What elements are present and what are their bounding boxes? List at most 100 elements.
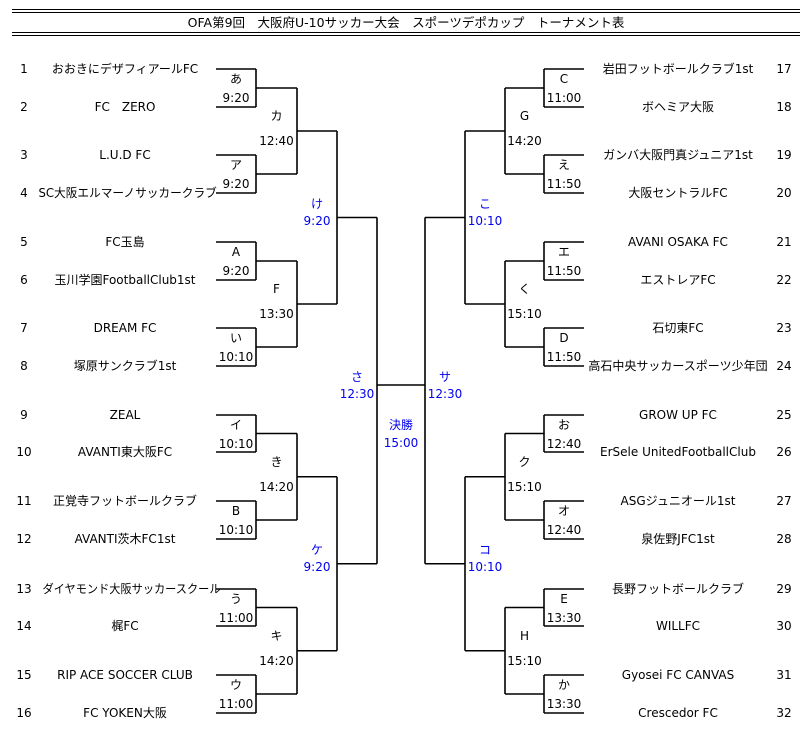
- team-name-slot: FC玉島: [36, 235, 214, 249]
- team-name: GROW UP FC: [639, 408, 717, 422]
- team-name-slot: 石切東FC: [587, 321, 769, 335]
- team-number: 9: [20, 408, 28, 422]
- match-id: H: [519, 628, 530, 643]
- team-name-slot: FC YOKEN大阪: [36, 706, 214, 720]
- team-name: FC YOKEN大阪: [83, 706, 167, 720]
- team-name: 高石中央サッカースポーツ少年団: [588, 359, 768, 373]
- team-name-slot: L.U.D FC: [36, 148, 214, 162]
- team-number: 32: [776, 706, 792, 720]
- team-name: 泉佐野JFC1st: [641, 532, 715, 546]
- match-id: コ: [478, 542, 492, 557]
- team-number: 28: [776, 532, 792, 546]
- team-number: 23: [776, 321, 792, 335]
- team-name: ガンバ大阪門真ジュニア1st: [603, 148, 753, 162]
- team-number: 17: [776, 62, 792, 76]
- team-name: FC ZERO: [94, 100, 156, 114]
- match-time: 15:10: [507, 653, 542, 668]
- team-number: 2: [20, 100, 28, 114]
- team-name-slot: SC大阪エルマーノサッカークラブ: [36, 186, 216, 200]
- team-name-slot: 大阪セントラルFC: [587, 186, 769, 200]
- match-id: C: [559, 72, 569, 86]
- team-name: FC玉島: [105, 235, 145, 249]
- team-number: 3: [20, 148, 28, 162]
- team-name: 長野フットボールクラブ: [611, 582, 744, 596]
- team-name: DREAM FC: [93, 321, 157, 335]
- match-id: え: [557, 158, 571, 172]
- match-id: ク: [518, 454, 531, 469]
- team-number: 14: [16, 619, 32, 633]
- final-time: 15:00: [383, 436, 419, 450]
- match-time: 9:20: [303, 213, 331, 228]
- match-id: オ: [557, 504, 571, 518]
- match-id: く: [518, 282, 531, 296]
- match-id: F: [273, 282, 280, 296]
- title-rule: [12, 12, 800, 13]
- match-id: け: [310, 196, 324, 211]
- match-id: D: [559, 331, 569, 345]
- team-name: 塚原サンクラブ1st: [73, 359, 177, 373]
- team-name-slot: Gyosei FC CANVAS: [587, 668, 769, 682]
- match-id: エ: [557, 245, 571, 259]
- team-number: 30: [776, 619, 792, 633]
- match-time: 9:20: [222, 264, 250, 278]
- team-name-slot: ダイヤモンド大阪サッカースクール: [36, 582, 220, 596]
- match-time: 15:10: [507, 307, 542, 321]
- page-title: OFA第9回 大阪府U-10サッカー大会 スポーツデポカップ トーナメント表: [187, 15, 625, 30]
- team-name: 石切東FC: [652, 321, 704, 335]
- match-time: 11:00: [218, 610, 254, 625]
- match-id: か: [557, 678, 571, 692]
- team-number: 12: [16, 532, 32, 546]
- match-id: イ: [229, 417, 243, 432]
- team-name-slot: AVANTI東大阪FC: [36, 445, 214, 459]
- team-name-slot: AVANI OSAKA FC: [587, 235, 769, 249]
- match-id: ウ: [229, 678, 243, 692]
- match-id: カ: [270, 109, 283, 123]
- match-id: う: [229, 591, 243, 606]
- team-number: 24: [776, 359, 792, 373]
- team-name-slot: 梶FC: [36, 619, 214, 633]
- match-id: あ: [229, 72, 243, 86]
- team-number: 4: [20, 186, 28, 200]
- team-number: 5: [20, 235, 28, 249]
- match-id: い: [229, 331, 243, 345]
- team-name-slot: 塚原サンクラブ1st: [36, 359, 214, 373]
- team-name-slot: GROW UP FC: [587, 408, 769, 422]
- match-time: 15:10: [507, 479, 542, 494]
- team-name-slot: 泉佐野JFC1st: [587, 532, 769, 546]
- team-name-slot: 岩田フットボールクラブ1st: [587, 62, 769, 76]
- match-time: 9:20: [222, 91, 250, 105]
- match-time: 10:10: [218, 350, 254, 364]
- team-name: AVANTI東大阪FC: [77, 445, 173, 459]
- team-number: 26: [776, 445, 792, 459]
- match-id: さ: [350, 369, 364, 384]
- team-name-slot: ErSele UnitedFootballClub: [587, 445, 769, 459]
- team-number: 18: [776, 100, 792, 114]
- match-time: 11:50: [546, 177, 582, 191]
- match-time: 9:20: [303, 559, 331, 574]
- team-name: L.U.D FC: [99, 148, 151, 162]
- team-name: おおきにデザフィアールFC: [51, 62, 199, 76]
- match-time: 11:00: [546, 91, 582, 105]
- team-number: 21: [776, 235, 792, 249]
- match-time: 12:30: [339, 386, 375, 401]
- team-name-slot: 玉川学園FootballClub1st: [36, 273, 214, 287]
- team-number: 10: [16, 445, 32, 459]
- match-id: ケ: [310, 542, 324, 557]
- team-name-slot: DREAM FC: [36, 321, 214, 335]
- team-number: 20: [776, 186, 792, 200]
- team-name: ErSele UnitedFootballClub: [600, 445, 756, 459]
- team-name: 梶FC: [111, 619, 139, 633]
- match-time: 10:10: [218, 523, 254, 537]
- match-time: 12:30: [427, 386, 463, 401]
- team-number: 15: [16, 668, 32, 682]
- match-time: 12:40: [546, 523, 582, 537]
- team-number: 19: [776, 148, 792, 162]
- match-id: き: [270, 454, 283, 469]
- title-rule: [12, 9, 800, 10]
- team-name: 玉川学園FootballClub1st: [54, 273, 196, 287]
- team-name-slot: エストレアFC: [587, 273, 769, 287]
- match-time: 9:20: [222, 177, 250, 191]
- title-rule: [12, 32, 800, 33]
- title-rule: [12, 35, 800, 36]
- team-name-slot: WILLFC: [587, 619, 769, 633]
